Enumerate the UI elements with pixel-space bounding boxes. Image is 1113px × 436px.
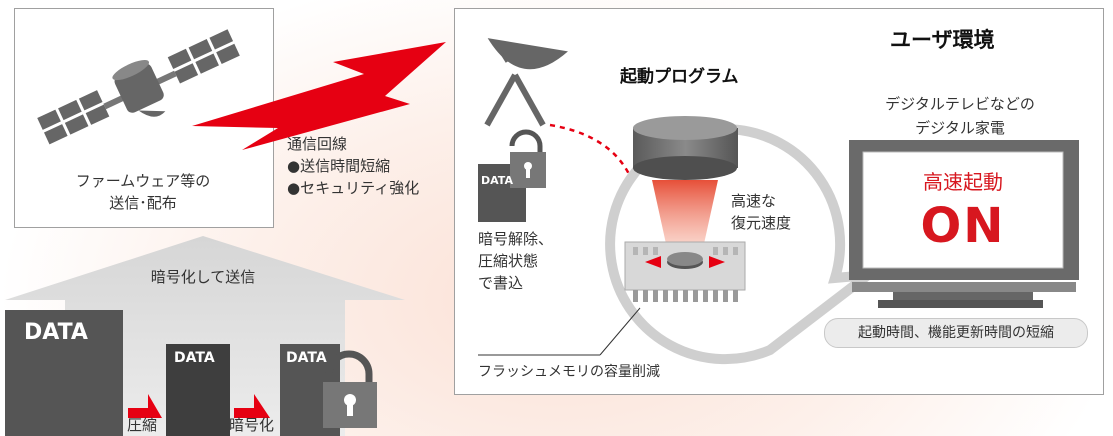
communication-title: 通信回線 [287, 135, 348, 153]
satellite-icon [37, 29, 240, 145]
dish-antenna-icon [484, 38, 568, 127]
lock-icon [323, 350, 377, 428]
encrypt-arrow-icon [234, 394, 270, 418]
lightning-bolt-icon [192, 42, 446, 150]
send-arrow-label: 暗号化して送信 [150, 268, 256, 286]
tv-icon [849, 140, 1079, 308]
data-label-large: DATA [24, 320, 88, 345]
compress-arrow-icon [128, 394, 162, 418]
data-label-received: DATA [481, 174, 513, 187]
decode-write-label: 暗号解除、 圧縮状態 で書込 [478, 230, 554, 292]
storage-cylinder-icon [633, 116, 738, 180]
data-label-encrypted: DATA [286, 350, 327, 366]
flash-memory-caption: フラッシュメモリの容量削減 [478, 364, 660, 380]
communication-item: ●セキュリティ強化 [287, 179, 420, 197]
satellite-caption: ファームウェア等の 送信･配布 [75, 172, 211, 212]
data-block-compressed [166, 344, 230, 436]
encrypted-data-block [478, 129, 546, 222]
data-label-compressed: DATA [174, 350, 215, 366]
data-block-large [5, 310, 123, 436]
communication-info: 通信回線 ●送信時間短縮 ●セキュリティ強化 [287, 133, 419, 199]
step-compress-label: 圧縮 [127, 416, 158, 434]
flash-chip-icon [624, 241, 746, 302]
benefit-pill: 起動時間、機能更新時間の短縮 [824, 318, 1088, 348]
tv-screen-on: ON [920, 198, 1006, 254]
boot-program-label: 起動プログラム [620, 67, 739, 87]
user-environment-title: ユーザ環境 [890, 28, 995, 52]
step-encrypt-label: 暗号化 [229, 416, 275, 434]
restore-speed-label: 高速な 復元速度 [731, 192, 792, 232]
tv-caption: デジタルテレビなどの デジタル家電 [885, 95, 1035, 137]
communication-item: ●送信時間短縮 [287, 157, 391, 175]
tv-screen-fast-boot: 高速起動 [923, 170, 1003, 194]
